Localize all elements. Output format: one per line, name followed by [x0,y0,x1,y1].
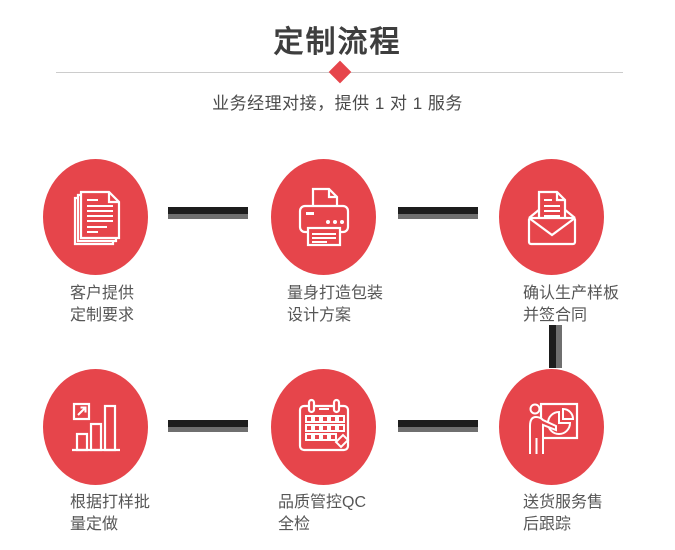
connector-step4-step5 [168,420,248,432]
connector-step5-step6 [398,420,478,432]
step4-label-line1: 根据打样批 [70,494,151,511]
step3-label-line2: 并签合同 [523,307,588,324]
step3-circle [499,159,604,275]
page-subtitle: 业务经理对接，提供 1 对 1 服务 [212,94,463,113]
step5-label: 品质管控QC 全检 [278,492,366,536]
step6-label-line1: 送货服务售 [523,494,604,511]
step6-label-line2: 后跟踪 [523,516,572,533]
calendar-icon [298,398,349,452]
step2-label-line2: 设计方案 [287,307,352,324]
step6-circle [499,369,604,485]
envelope-icon [527,190,576,246]
step2-circle [271,159,376,275]
step2-label-line1: 量身打造包装 [287,285,384,302]
step5-label-line2: 全检 [278,516,311,533]
step3-label-line1: 确认生产样板 [523,285,620,302]
step4-label-line2: 量定做 [70,516,119,533]
documents-icon [73,190,120,246]
page-title: 定制流程 [273,26,402,59]
step1-label-line1: 客户提供 [70,285,135,302]
step2-label: 量身打造包装 设计方案 [287,283,383,327]
printer-icon [298,187,349,247]
step4-label: 根据打样批 量定做 [70,492,150,536]
presentation-icon [528,402,578,454]
step1-circle [43,159,148,275]
bar-chart-icon [71,402,120,452]
connector-step2-step3 [398,207,478,219]
step1-label: 客户提供 定制要求 [70,283,134,327]
step5-circle [271,369,376,485]
connector-step1-step2 [168,207,248,219]
connector-step3-step6 [549,325,562,368]
step1-label-line2: 定制要求 [70,307,135,324]
step4-circle [43,369,148,485]
step5-label-line1: 品质管控QC [278,494,367,511]
step3-label: 确认生产样板 并签合同 [523,283,619,327]
step6-label: 送货服务售 后跟踪 [523,492,603,536]
diamond-accent-icon [328,60,352,84]
